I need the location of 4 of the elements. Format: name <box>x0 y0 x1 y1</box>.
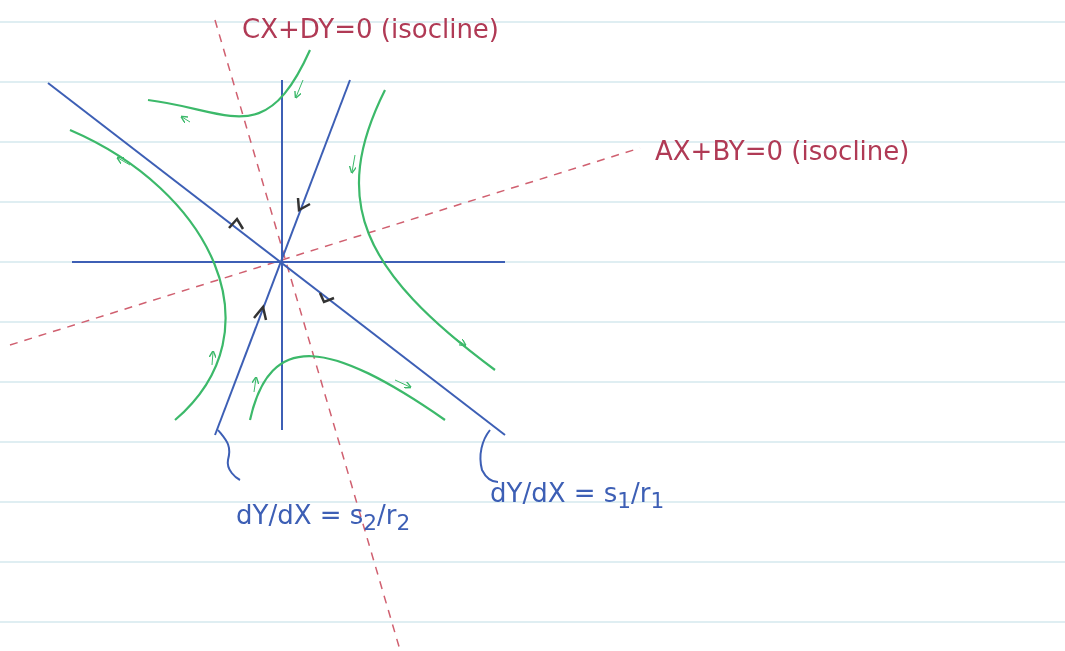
slope-equation: dY/dX = s$_{2}$/r$_{2}$ <box>236 500 411 536</box>
isocline-equation: CX+DY=0 (isocline) <box>242 14 499 44</box>
slope-equation: dY/dX = s$_{1}$/r$_{1}$ <box>490 478 665 514</box>
isocline-equation: AX+BY=0 (isocline) <box>655 136 910 166</box>
